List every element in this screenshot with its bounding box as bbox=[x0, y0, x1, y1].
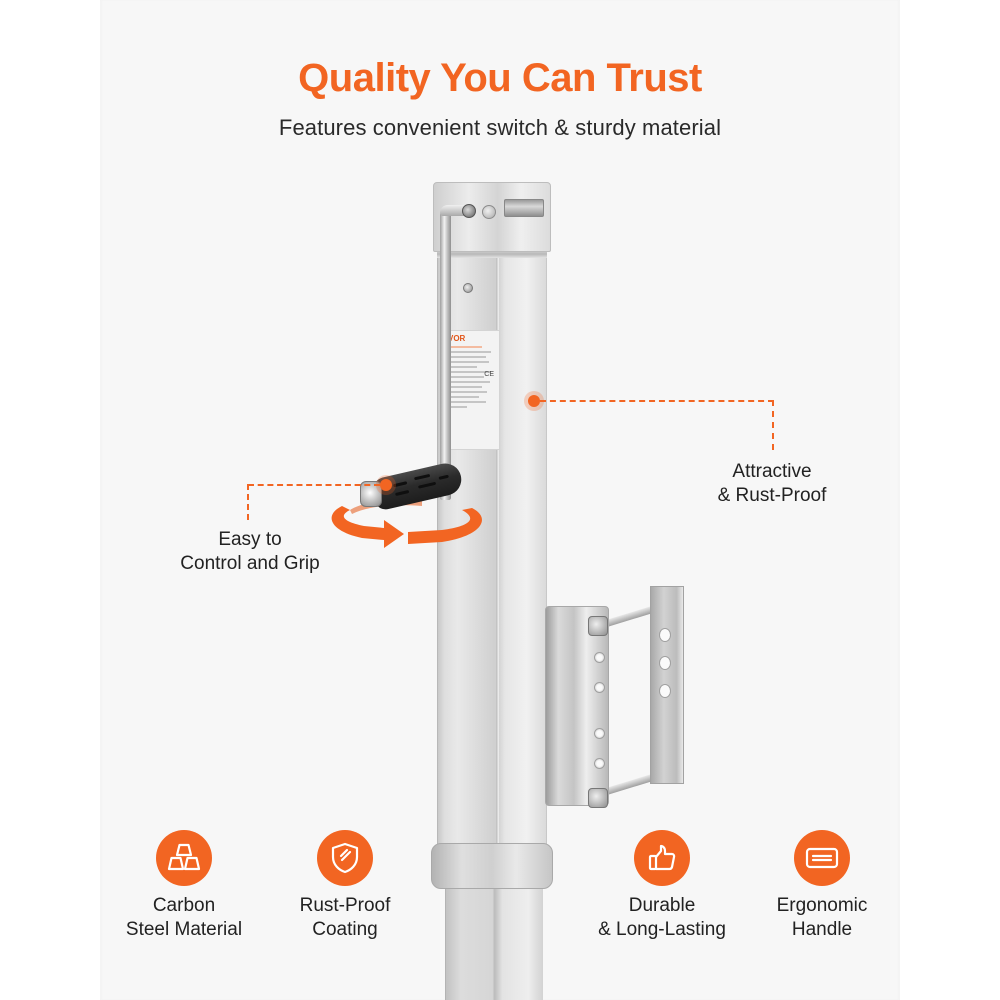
callout-line-finish-vertical bbox=[772, 400, 774, 450]
mounting-bracket bbox=[545, 606, 609, 806]
feature-ergonomic: Ergonomic Handle bbox=[732, 830, 912, 942]
feature-durable: Durable & Long-Lasting bbox=[572, 830, 752, 942]
callout-finish: Attractive & Rust-Proof bbox=[717, 461, 827, 506]
jack-top-cap bbox=[433, 182, 551, 252]
feature-carbon-steel: Carbon Steel Material bbox=[94, 830, 274, 942]
jack-lower-tube bbox=[445, 885, 543, 1000]
callout-line-grip-vertical bbox=[247, 484, 249, 520]
callout-dot-finish bbox=[528, 395, 540, 407]
feature-rust-proof: Rust-Proof Coating bbox=[255, 830, 435, 942]
gold-bars-icon bbox=[156, 830, 212, 886]
crank-elbow bbox=[440, 205, 470, 216]
ce-mark: CE bbox=[484, 371, 494, 378]
jack-bolt bbox=[463, 283, 473, 293]
jack-weld-seam bbox=[437, 250, 547, 258]
crank-rod bbox=[440, 210, 451, 500]
grip-end-nut bbox=[360, 481, 382, 507]
jack-upper-tube bbox=[437, 190, 547, 850]
sticker-brand: VOR bbox=[448, 334, 466, 343]
callout-line-grip bbox=[248, 484, 380, 486]
page-title: Quality You Can Trust bbox=[298, 56, 702, 100]
shield-icon bbox=[317, 830, 373, 886]
handle-grip-icon bbox=[794, 830, 850, 886]
jack-collar bbox=[431, 843, 553, 889]
thumbs-up-icon bbox=[634, 830, 690, 886]
crank-hub bbox=[462, 204, 476, 218]
callout-line-finish bbox=[540, 400, 774, 402]
callout-dot-grip bbox=[380, 479, 392, 491]
product-sticker: VOR CE bbox=[444, 330, 500, 450]
page-subtitle: Features convenient switch & sturdy mate… bbox=[278, 115, 722, 140]
callout-grip: Easy to Control and Grip bbox=[180, 529, 320, 574]
